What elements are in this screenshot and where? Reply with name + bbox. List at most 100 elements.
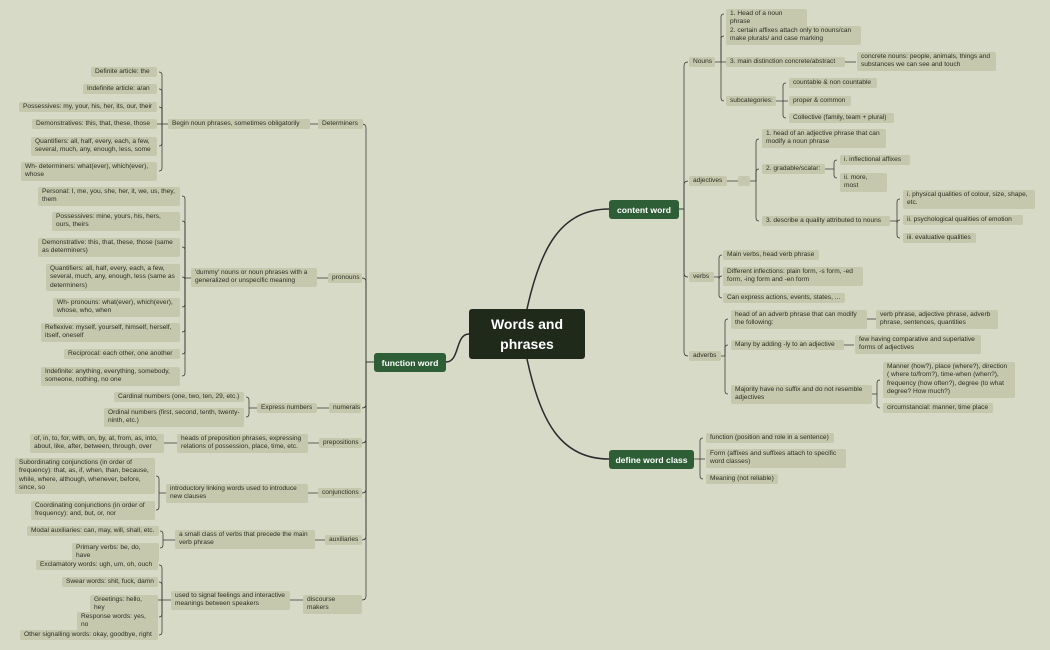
verb-item[interactable]: Main verbs, head verb phrase: [723, 250, 819, 261]
connector: [896, 221, 901, 239]
verb-item[interactable]: Different inflections: plain form, -s fo…: [723, 267, 863, 286]
connector: [181, 220, 186, 278]
auxiliary-item[interactable]: Modal auxiliaries: can, may, will, shall…: [27, 526, 159, 537]
connector: [445, 333, 470, 363]
nouns-node[interactable]: Nouns: [689, 57, 715, 68]
topic-label: define word class: [615, 454, 688, 465]
adverbs-node[interactable]: adverbs: [689, 351, 721, 362]
adverb-ly-items[interactable]: few having comparative and superlative f…: [855, 335, 981, 354]
connector: [158, 124, 163, 147]
pronoun-item[interactable]: Demonstrative: this, that, these, those …: [38, 238, 180, 257]
connector: [361, 362, 367, 601]
auxiliaries-description[interactable]: a small class of verbs that precede the …: [175, 530, 315, 549]
adjective-describe-item[interactable]: ii. psychological qualities of emotion: [903, 215, 1023, 226]
determiner-item[interactable]: Demonstratives: this, that, these, those: [32, 119, 157, 130]
discourse-item[interactable]: Exclamatory words: ugh, um, oh, ouch: [36, 560, 158, 571]
adjective-head[interactable]: 1. head of an adjective phrase that can …: [762, 129, 886, 148]
topic-define-word-class[interactable]: define word class: [609, 450, 694, 469]
connector: [159, 530, 164, 540]
noun-head[interactable]: 1. Head of a noun phrase: [726, 9, 807, 28]
conjunctions-node[interactable]: conjunctions: [318, 488, 362, 499]
pronoun-item[interactable]: Possessives: mine, yours, his, hers, our…: [52, 212, 180, 231]
connector: [361, 362, 367, 444]
determiner-item[interactable]: Possessives: my, your, his, her, its, ou…: [19, 102, 157, 113]
determiners-description[interactable]: Begin noun phrases, sometimes obligatori…: [168, 119, 310, 130]
connector: [361, 277, 367, 362]
numerals-description[interactable]: Express numbers: [257, 403, 317, 414]
connector: [876, 394, 881, 409]
discourse-item[interactable]: Response words: yes, no: [77, 612, 158, 631]
adverb-suffix-item[interactable]: Manner (how?), place (where?), direction…: [883, 362, 1015, 398]
noun-concrete[interactable]: concrete nouns: people, animals, things …: [857, 52, 996, 71]
preposition-item[interactable]: of, in, to, for, with, on, by, at, from,…: [30, 434, 164, 453]
determiner-item[interactable]: Indefinite article: a/an: [83, 84, 157, 95]
determiner-item[interactable]: Definite article: the: [91, 67, 157, 78]
numeral-item[interactable]: Cardinal numbers (one, two, ten, 29, etc…: [114, 392, 244, 403]
verb-item[interactable]: Can express actions, events, states, ...: [723, 293, 845, 304]
pronouns-description[interactable]: 'dummy' nouns or noun phrases with a gen…: [191, 268, 317, 287]
connector: [724, 344, 729, 356]
adjectives-node[interactable]: adjectives: [689, 176, 727, 187]
connector: [782, 82, 787, 101]
topic-function-word[interactable]: function word: [374, 353, 446, 372]
numerals-node[interactable]: numerals: [329, 403, 361, 414]
determiners-node[interactable]: Determiners: [318, 119, 363, 130]
pronoun-item[interactable]: Personal: I, me, you, she, her, it, we, …: [38, 187, 180, 206]
pronoun-item[interactable]: Wh- pronouns: what(ever), which(ever), w…: [53, 298, 180, 317]
define-item[interactable]: Form (affixes and suffixes attach to spe…: [706, 449, 846, 468]
adverb-suffix[interactable]: Majority have no suffix and do not resem…: [731, 385, 872, 404]
connector: [755, 181, 760, 222]
pronoun-item[interactable]: Reciprocal: each other, one another: [64, 349, 180, 360]
noun-subcategory-item[interactable]: Collective (family, team + plural): [789, 113, 894, 124]
topic-content-word[interactable]: content word: [609, 200, 679, 219]
connector: [155, 493, 160, 511]
adjective-describe-item[interactable]: i. physical qualities of colour, size, s…: [903, 190, 1035, 209]
adverb-head-items[interactable]: verb phrase, adjective phrase, adverb ph…: [876, 310, 998, 329]
adjective-describe-item[interactable]: iii. evaluative qualities: [903, 233, 976, 244]
determiner-item[interactable]: Quantifiers: all, half, every, each, a f…: [31, 137, 157, 156]
pronoun-item[interactable]: Reflexive: myself, yourself, himself, he…: [41, 323, 180, 342]
discourse-item[interactable]: Swear words: shit, fuck, damn: [62, 577, 158, 588]
determiner-item[interactable]: Wh- determiners: what(ever), which(ever)…: [21, 162, 157, 181]
root-topic[interactable]: Words and phrases: [469, 309, 585, 359]
connector: [720, 35, 725, 62]
prepositions-description[interactable]: heads of preposition phrases, expressing…: [177, 434, 308, 453]
adjectives-empty-node[interactable]: [738, 176, 750, 186]
connector: [181, 278, 186, 377]
auxiliaries-node[interactable]: auxiliaries: [325, 535, 362, 546]
verbs-node[interactable]: verbs: [689, 272, 714, 283]
pronoun-item[interactable]: Indefinite: anything, everything, somebo…: [41, 367, 180, 386]
pronoun-item[interactable]: Quantifiers: all, half, every, each, a f…: [46, 264, 180, 292]
adjective-describe[interactable]: 3. describe a quality attributed to noun…: [762, 216, 890, 227]
connector: [181, 278, 186, 308]
adjective-gradable[interactable]: 2. gradable/scalar:: [762, 164, 825, 175]
connector: [158, 600, 163, 618]
adverb-suffix-item[interactable]: circumstancial: manner, time place: [883, 403, 993, 414]
adjective-gradable-item[interactable]: i. inflectional affixes: [840, 155, 910, 166]
conjunctions-description[interactable]: introductory linking words used to intro…: [166, 484, 308, 503]
adverb-ly[interactable]: Many by adding -ly to an adjective: [731, 340, 844, 351]
prepositions-node[interactable]: prepositions: [319, 438, 362, 449]
discourse-makers-description[interactable]: used to signal feelings and interactive …: [171, 591, 290, 610]
connector: [718, 254, 723, 277]
discourse-item[interactable]: Greetings: hello, hey: [90, 595, 158, 614]
define-item[interactable]: Meaning (not reliable): [706, 474, 778, 485]
connector: [683, 61, 689, 209]
noun-distinction[interactable]: 3. main distinction concrete/abstract: [726, 57, 845, 68]
pronouns-node[interactable]: pronouns: [328, 273, 362, 284]
noun-affixes[interactable]: 2. certain affixes attach only to nouns/…: [726, 26, 861, 45]
connector: [526, 208, 610, 310]
noun-subcategories[interactable]: subcategories:: [726, 96, 776, 107]
define-item[interactable]: function (position and role in a sentenc…: [706, 433, 834, 444]
discourse-makers-node[interactable]: discourse makers: [303, 595, 362, 614]
noun-subcategory-item[interactable]: countable & non countable: [789, 78, 877, 89]
auxiliary-item[interactable]: Primary verbs: be, do, have: [72, 543, 159, 562]
discourse-item[interactable]: Other signalling words: okay, goodbye, r…: [20, 630, 158, 641]
conjunction-item[interactable]: Subordinating conjunctions (in order of …: [15, 458, 155, 494]
adverb-head[interactable]: head of an adverb phrase that can modify…: [731, 310, 867, 329]
connector: [181, 276, 186, 281]
conjunction-item[interactable]: Coordinating conjunctions (in order of f…: [31, 501, 155, 520]
adjective-gradable-item[interactable]: ii. more, most: [840, 173, 887, 192]
noun-subcategory-item[interactable]: proper & common: [789, 96, 851, 107]
numeral-item[interactable]: Ordinal numbers (first, second, tenth, t…: [104, 408, 244, 427]
